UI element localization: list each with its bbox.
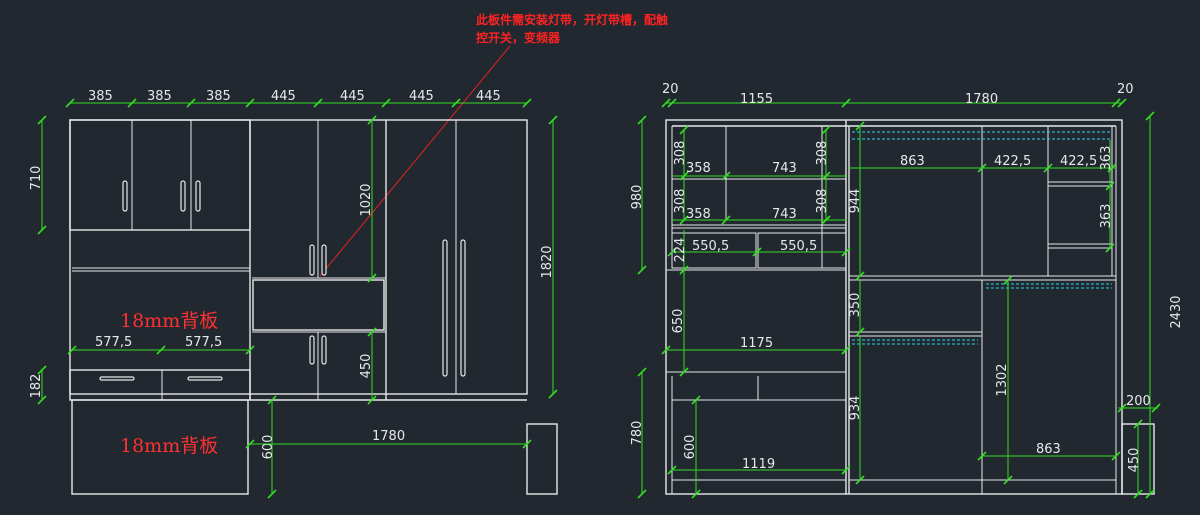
dim-height-308: 308 — [673, 189, 688, 214]
dim-width-1780: 1780 — [372, 429, 405, 444]
dim-width-422: 422,5 — [994, 154, 1031, 169]
dim-width-445: 445 — [271, 89, 296, 104]
drawer-handle-icon — [187, 376, 223, 381]
front-drawer-row — [69, 369, 251, 401]
dim-width-743: 743 — [772, 161, 797, 176]
dim-width-200: 200 — [1126, 394, 1151, 409]
dim-height-224: 224 — [673, 238, 688, 263]
dim-height-934: 934 — [848, 396, 863, 421]
dim-height-308: 308 — [815, 189, 830, 214]
dim-width-863: 863 — [900, 154, 925, 169]
dim-height-710: 710 — [29, 166, 44, 191]
dim-height-2430: 2430 — [1169, 295, 1184, 328]
dim-width-445: 445 — [340, 89, 365, 104]
dim-height-600: 600 — [261, 435, 276, 460]
back-panel-label: 18mm背板 — [120, 310, 218, 332]
door-handle-icon — [195, 180, 201, 212]
door-handle-icon — [122, 180, 128, 212]
dim-width-20: 20 — [1117, 82, 1134, 97]
dim-width-385: 385 — [147, 89, 172, 104]
dim-width-550: 550,5 — [780, 239, 817, 254]
front-view: 18mm背板 18mm背板 385 385 385 445 445 445 44… — [29, 89, 558, 499]
front-side-stub — [526, 423, 558, 495]
dim-width-1780: 1780 — [965, 92, 998, 107]
dim-height-308: 308 — [673, 141, 688, 166]
dim-width-1175: 1175 — [740, 336, 773, 351]
dim-height-980: 980 — [630, 185, 645, 210]
dim-width-358: 358 — [686, 207, 711, 222]
dim-width-550: 550,5 — [692, 239, 729, 254]
annotation-note-line2: 控开关，变频器 — [476, 30, 561, 45]
dim-height-363: 363 — [1099, 146, 1114, 171]
section-outer-frame — [665, 119, 1123, 495]
dim-width-385: 385 — [206, 89, 231, 104]
dim-height-944: 944 — [848, 189, 863, 214]
door-handle-icon — [321, 335, 327, 365]
dim-width-743: 743 — [772, 207, 797, 222]
door-handle-icon — [309, 335, 315, 365]
dim-height-600: 600 — [683, 435, 698, 460]
section-compartment — [671, 232, 757, 269]
dim-height-363: 363 — [1099, 204, 1114, 229]
dim-height-1302: 1302 — [995, 363, 1010, 396]
front-outer-frame — [69, 119, 528, 395]
dim-width-863: 863 — [1036, 442, 1061, 457]
annotation-group: 此板件需安装灯带，开灯带槽，配触 控开关，变频器 — [319, 12, 668, 277]
front-lighted-panel — [252, 279, 385, 331]
dim-height-182: 182 — [29, 374, 44, 399]
dim-height-1020: 1020 — [359, 183, 374, 216]
dim-height-308: 308 — [815, 141, 830, 166]
drawer-handle-icon — [99, 376, 135, 381]
dim-width-422: 422,5 — [1060, 154, 1097, 169]
door-handle-icon — [309, 244, 315, 276]
annotation-leader-line — [319, 45, 511, 277]
annotation-note-line1: 此板件需安装灯带，开灯带槽，配触 — [476, 12, 668, 27]
dim-height-1820: 1820 — [540, 245, 555, 278]
dim-width-1155: 1155 — [740, 92, 773, 107]
dim-height-650: 650 — [671, 309, 686, 334]
tall-door-handle-icon — [460, 239, 466, 377]
dim-width-20: 20 — [662, 82, 679, 97]
section-view: 20 1155 1780 20 980 780 2430 308 308 308… — [630, 82, 1184, 499]
dim-width-445: 445 — [476, 89, 501, 104]
dim-width-445: 445 — [409, 89, 434, 104]
dim-width-577: 577,5 — [95, 335, 132, 350]
dim-width-358: 358 — [686, 161, 711, 176]
dim-height-450: 450 — [359, 354, 374, 379]
door-handle-icon — [180, 180, 186, 212]
dimension-ticks — [65, 98, 532, 108]
dim-height-450: 450 — [1127, 448, 1142, 473]
front-upper-cabinet — [69, 119, 251, 231]
tall-door-handle-icon — [442, 239, 448, 377]
back-panel-label: 18mm背板 — [120, 435, 218, 457]
dim-width-385: 385 — [88, 89, 113, 104]
dim-height-780: 780 — [630, 421, 645, 446]
dim-width-1119: 1119 — [742, 457, 775, 472]
dim-width-577: 577,5 — [185, 335, 222, 350]
dim-height-350: 350 — [848, 293, 863, 318]
door-handle-icon — [321, 244, 327, 276]
